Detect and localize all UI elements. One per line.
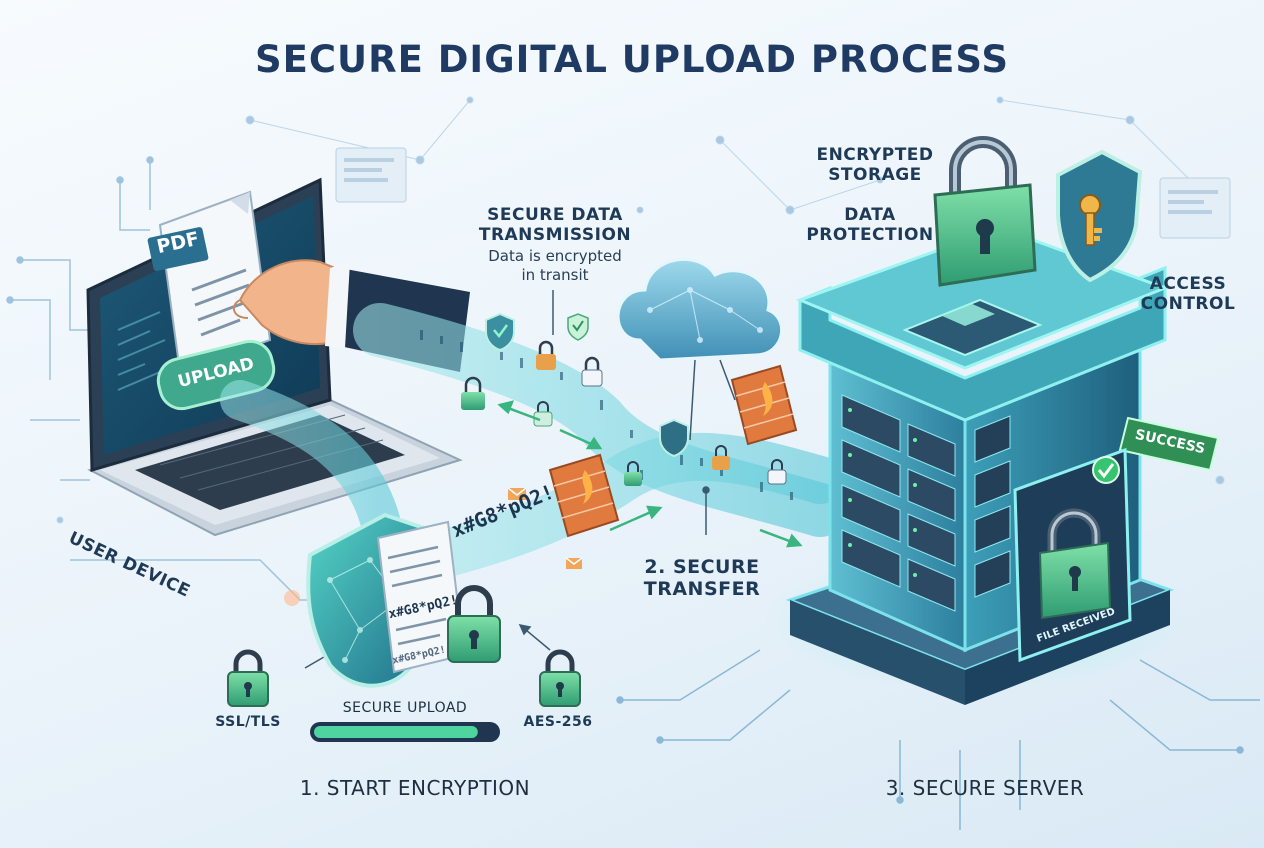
firewall-icon — [548, 453, 620, 538]
access-control-label-2: CONTROL — [1140, 294, 1236, 314]
lock-icon — [461, 376, 485, 410]
data-protection-label-1: DATA — [844, 205, 896, 225]
encrypted-storage-label-2: STORAGE — [828, 165, 922, 185]
pdf-badge — [147, 227, 209, 271]
aes-256-label: AES-256 — [523, 714, 593, 730]
secure-upload-progress-bar — [310, 722, 500, 742]
ssl-lock-icon — [227, 649, 269, 707]
step-3-label: 3. SECURE SERVER — [885, 776, 1085, 800]
lock-icon — [533, 401, 553, 427]
shield-icon — [485, 312, 515, 352]
server-racks-right — [974, 415, 1011, 598]
encrypted-document — [376, 520, 466, 674]
lock-icon — [536, 340, 556, 370]
binary-bits — [420, 330, 793, 500]
server-leds — [848, 408, 917, 577]
lock-icon — [712, 445, 730, 470]
access-control-label-1: ACCESS — [1149, 274, 1227, 294]
lock-icon — [767, 459, 787, 485]
circuit-lines-left — [6, 156, 420, 601]
encrypted-storage-label-1: ENCRYPTED — [816, 145, 934, 165]
glow-spark — [284, 590, 300, 606]
progress-fill — [314, 726, 478, 738]
envelope-icon — [565, 557, 583, 569]
lock-icon — [447, 585, 501, 663]
transmission-note-1: Data is encrypted — [488, 247, 622, 265]
shield-icon — [659, 418, 689, 458]
background-network — [56, 96, 1225, 524]
code-window-right — [1159, 177, 1231, 239]
aes-lock-icon — [539, 649, 581, 707]
shield-icon — [567, 313, 589, 341]
pdf-document — [147, 190, 272, 374]
step-2-label-1: 2. SECURE — [644, 556, 760, 578]
secure-data-transmission-label-2: TRANSMISSION — [478, 225, 632, 245]
file-received-panel — [1013, 447, 1132, 663]
transmission-note-2: in transit — [521, 266, 589, 284]
lock-icon — [624, 461, 642, 486]
data-protection-label-2: PROTECTION — [806, 225, 934, 245]
secure-upload-label: SECURE UPLOAD — [342, 700, 468, 716]
arrow-icon — [497, 400, 803, 548]
ssl-tls-label: SSL/TLS — [215, 714, 281, 730]
page-title: SECURE DIGITAL UPLOAD PROCESS — [254, 38, 1010, 81]
firewall-icon — [730, 364, 798, 446]
server-racks-left — [841, 394, 956, 612]
step-1-label: 1. START ENCRYPTION — [299, 776, 531, 800]
storage-padlock-icon — [933, 136, 1037, 287]
circuit-lines-server — [616, 649, 1260, 830]
cloud-icon — [616, 258, 784, 441]
secure-data-transmission-label-1: SECURE DATA — [487, 205, 623, 225]
success-badge — [1118, 416, 1220, 472]
data-stream-main — [353, 303, 847, 584]
step-2-label-2: TRANSFER — [643, 578, 761, 600]
code-window-left — [335, 147, 407, 203]
access-shield-key-icon — [1056, 149, 1143, 283]
data-stream-upload — [220, 380, 400, 540]
lock-icon — [581, 356, 603, 387]
envelope-icon — [507, 487, 527, 500]
